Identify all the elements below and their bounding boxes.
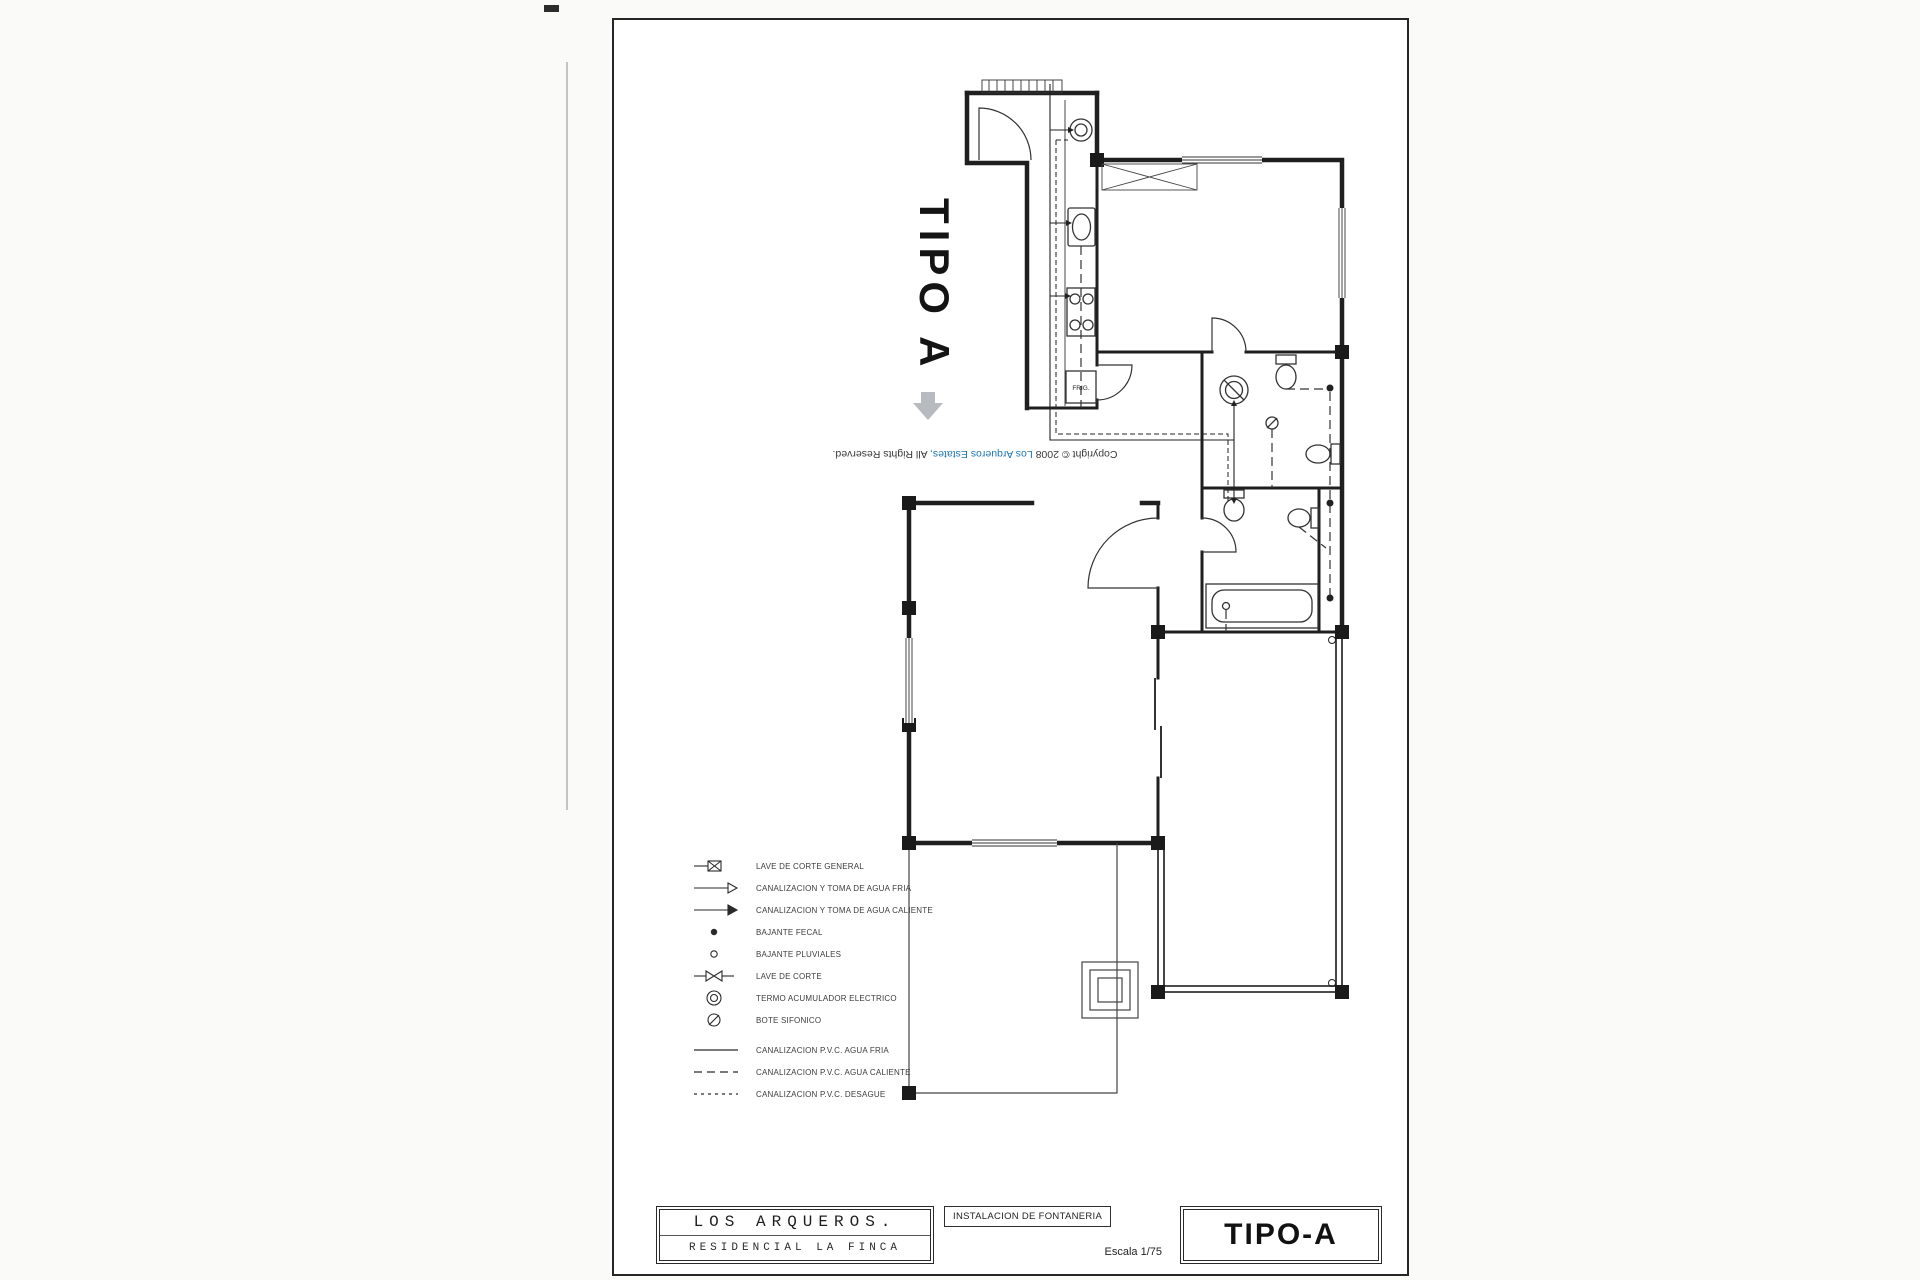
entry-threshold-hatch [981, 79, 1063, 94]
patio-boundary [908, 843, 1139, 1094]
legend-label: LAVE DE CORTE [756, 971, 822, 981]
legend-label: LAVE DE CORTE GENERAL [756, 861, 864, 871]
legend-item: LAVE DE CORTE GENERAL [692, 858, 992, 874]
titleblock-type-box: TIPO-A [1180, 1206, 1382, 1264]
cold-water-pipes [1049, 84, 1235, 498]
legend-item: CANALIZACION Y TOMA DE AGUA CALIENTE [692, 902, 992, 918]
hot-water-pipes [1055, 139, 1229, 502]
terrace-walls [1157, 632, 1343, 993]
legend-label: CANALIZACION Y TOMA DE AGUA FRIA [756, 883, 912, 893]
legend-item: CANALIZACION P.V.C. AGUA FRIA [692, 1042, 992, 1058]
shutoff-valve-icon [694, 970, 734, 982]
pipe-arrowheads [1065, 127, 1237, 504]
drain-pipes [1080, 246, 1331, 632]
legend-item: CANALIZACION P.V.C. AGUA CALIENTE [692, 1064, 992, 1080]
electric-water-heater-icon [706, 990, 722, 1006]
siphon-pot-icon [707, 1013, 721, 1027]
legend-item: TERMO ACUMULADOR ELECTRICO [692, 990, 992, 1006]
legend-label: CANALIZACION Y TOMA DE AGUA CALIENTE [756, 905, 933, 915]
pvc-cold-pipe-icon [694, 1049, 738, 1051]
entry-direction-arrow-icon [913, 392, 943, 420]
legend-label: BOTE SIFONICO [756, 1015, 822, 1025]
legend-item: BOTE SIFONICO [692, 1012, 992, 1028]
wardrobe [1101, 163, 1198, 191]
legend-item: CANALIZACION Y TOMA DE AGUA FRIA [692, 880, 992, 896]
toilet-1 [1275, 354, 1297, 365]
fecal-downpipe-icon [710, 928, 718, 936]
project-subtitle: RESIDENCIAL LA FINCA [688, 1241, 902, 1254]
titleblock-drawing-box: INSTALACION DE FONTANERIA Escala 1/75 [944, 1206, 1170, 1264]
plan-type-label: TIPO A [911, 198, 958, 373]
rainwater-downpipe-icon [710, 950, 718, 958]
legend-label: TERMO ACUMULADOR ELECTRICO [756, 993, 897, 1003]
legend-label: BAJANTE PLUVIALES [756, 949, 842, 959]
legend-item: CANALIZACION P.V.C. DESAGUE [692, 1086, 992, 1102]
bathtub [1205, 583, 1319, 629]
interior-walls [1025, 158, 1344, 845]
legend-label: CANALIZACION P.V.C. AGUA FRIA [756, 1045, 889, 1055]
project-name: LOS ARQUEROS. [660, 1210, 930, 1236]
general-shutoff-valve-icon [694, 860, 722, 872]
legend: LAVE DE CORTE GENERAL CANALIZACION Y TOM… [692, 858, 992, 1108]
cold-water-supply-icon [694, 882, 739, 894]
type-code: TIPO-A [1183, 1209, 1379, 1261]
drawing-sheet: TIPO A Copyright © 2008 Los Arqueros Est… [612, 18, 1409, 1276]
pvc-hot-pipe-icon [694, 1071, 738, 1073]
floor-plan-drawing: FRIG. [902, 79, 1349, 1100]
titleblock-project-box: LOS ARQUEROS. RESIDENCIAL LA FINCA [656, 1206, 934, 1264]
legend-label: CANALIZACION P.V.C. AGUA CALIENTE [756, 1067, 911, 1077]
drawing-title: INSTALACION DE FONTANERIA [944, 1206, 1112, 1227]
pvc-drain-pipe-icon [694, 1093, 738, 1095]
exterior-walls [906, 90, 1345, 846]
hot-water-supply-icon [694, 904, 739, 916]
bidet [1330, 443, 1341, 465]
downpipes [1326, 384, 1336, 987]
doors [978, 107, 1247, 778]
toilet-2 [1310, 507, 1320, 529]
scan-artifact [544, 5, 559, 12]
legend-item: LAVE DE CORTE [692, 968, 992, 984]
windows [904, 155, 1347, 848]
adjacent-page-edge [566, 62, 568, 810]
legend-item: BAJANTE FECAL [692, 924, 992, 940]
legend-label: CANALIZACION P.V.C. DESAGUE [756, 1089, 886, 1099]
legend-item: BAJANTE PLUVIALES [692, 946, 992, 962]
drawing-scale: Escala 1/75 [1104, 1246, 1162, 1258]
legend-label: BAJANTE FECAL [756, 927, 823, 937]
